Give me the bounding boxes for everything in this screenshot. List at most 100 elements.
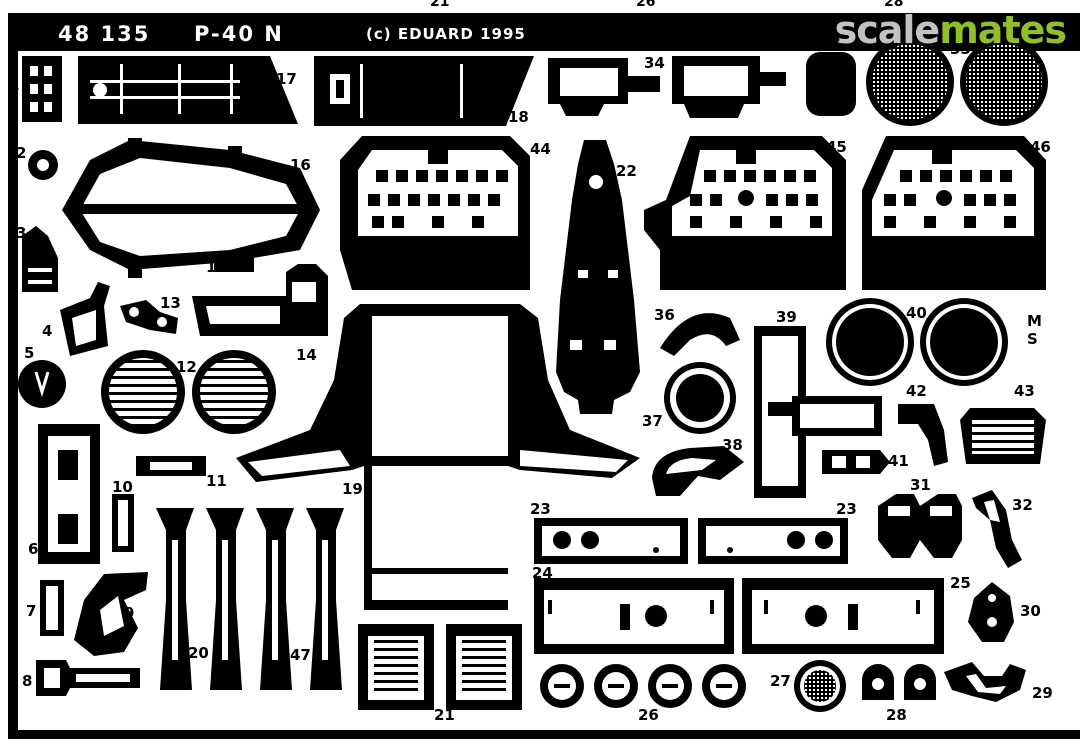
part-42 (898, 404, 948, 466)
part-14 (192, 264, 328, 336)
part-22 (556, 140, 640, 414)
part-45 (644, 136, 846, 290)
label-24: 24 (532, 564, 553, 582)
part-4 (60, 282, 110, 356)
label-43: 43 (1014, 382, 1035, 400)
mark-s: S (1027, 330, 1038, 348)
label-39: 39 (776, 308, 797, 326)
part-38 (652, 446, 744, 496)
part-46 (862, 136, 1046, 290)
part-43 (960, 408, 1046, 464)
fret-title: P-40 N (194, 22, 284, 46)
label-25: 25 (950, 574, 971, 592)
label-14: 14 (296, 346, 317, 364)
part-29 (944, 662, 1026, 702)
label-38: 38 (722, 436, 743, 454)
part-28 (862, 664, 936, 700)
part-6 (38, 424, 100, 564)
label-5: 5 (24, 344, 35, 362)
part-44 (340, 136, 530, 290)
part-41 (822, 450, 890, 474)
label-41: 41 (888, 452, 909, 470)
part-30 (968, 582, 1014, 642)
label-34: 34 (644, 54, 665, 72)
label-19: 19 (342, 480, 363, 498)
fret-copyright: (c) EDUARD 1995 (366, 25, 526, 43)
label-13: 13 (160, 294, 181, 312)
label-30: 30 (1020, 602, 1041, 620)
label-4: 4 (42, 322, 53, 340)
part-34 (548, 56, 786, 118)
part-2 (28, 150, 58, 180)
part-20 (156, 508, 244, 690)
part-17 (78, 56, 298, 124)
label-27: 27 (770, 672, 791, 690)
label-32: 32 (1012, 496, 1033, 514)
label-46: 46 (1030, 138, 1051, 156)
label-3: 3 (16, 224, 27, 242)
label-2: 2 (16, 144, 27, 162)
part-36 (660, 313, 740, 356)
label-37: 37 (642, 412, 663, 430)
label-22: 22 (616, 162, 637, 180)
part-39 (754, 326, 882, 498)
part-25 (742, 578, 944, 654)
label-1: 1 (9, 76, 20, 94)
label-42: 42 (906, 382, 927, 400)
part-23 (534, 518, 848, 564)
label-7: 7 (26, 602, 37, 620)
part-40 (826, 298, 1008, 386)
part-7 (40, 580, 64, 636)
part-13 (120, 300, 178, 334)
label-11: 11 (206, 472, 227, 490)
label-36: 36 (654, 306, 675, 324)
part-19 (236, 304, 640, 610)
part-27 (794, 660, 846, 712)
part-47 (256, 508, 344, 690)
label-17: 17 (276, 70, 297, 88)
part-21 (358, 624, 522, 710)
scalemates-watermark: scalemates (834, 8, 1067, 52)
label-15: 15 (206, 258, 227, 276)
label-12: 12 (176, 358, 197, 376)
mark-m: M (1027, 312, 1042, 330)
label-44: 44 (530, 140, 551, 158)
part-31 (878, 494, 962, 558)
part-37 (664, 362, 736, 434)
part-26 (540, 664, 746, 708)
part-35 (866, 38, 1048, 126)
label-6: 6 (28, 540, 39, 558)
fret-code: 48 135 (58, 22, 151, 46)
label-47: 47 (290, 646, 311, 664)
part-24 (534, 578, 734, 654)
part-5 (18, 360, 66, 408)
part-12 (101, 350, 276, 434)
part-9 (74, 572, 148, 656)
top-label-28: 28 (884, 0, 904, 10)
part-33 (806, 52, 856, 116)
part-11 (136, 456, 206, 476)
label-45: 45 (826, 138, 847, 156)
top-label-21: 21 (430, 0, 450, 10)
label-20: 20 (188, 644, 209, 662)
label-23-right: 23 (836, 500, 857, 518)
top-label-26: 26 (636, 0, 656, 10)
watermark-part2: mates (939, 8, 1067, 52)
watermark-part1: scale (834, 8, 941, 52)
label-8: 8 (22, 672, 33, 690)
label-23-left: 23 (530, 500, 551, 518)
label-29: 29 (1032, 684, 1053, 702)
part-32 (972, 490, 1022, 568)
part-15 (214, 256, 254, 272)
label-9: 9 (124, 604, 135, 622)
part-3 (22, 226, 58, 292)
label-18: 18 (508, 108, 529, 126)
label-35: 35 (950, 40, 971, 58)
label-26: 26 (638, 706, 659, 724)
label-16: 16 (290, 156, 311, 174)
label-31: 31 (910, 476, 931, 494)
part-18 (314, 56, 534, 126)
part-1 (22, 56, 62, 122)
label-40: 40 (906, 304, 927, 322)
